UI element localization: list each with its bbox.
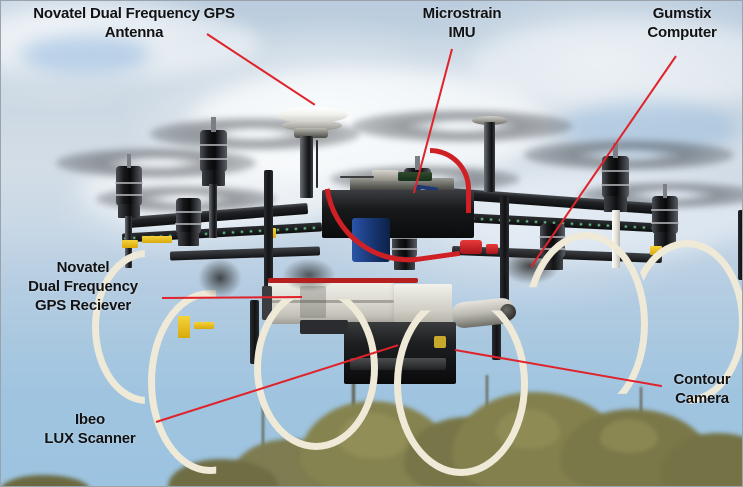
motor-far-right — [651, 184, 679, 248]
red-connector-secondary — [486, 244, 498, 254]
imu-module — [372, 170, 398, 181]
cloud-patch — [470, 20, 743, 110]
wiring-harness-left — [198, 258, 242, 298]
motor-upper-right — [601, 143, 630, 212]
frame-strut-left-outer — [250, 300, 259, 364]
arm-tag-yellow — [122, 240, 138, 248]
frame-strut-far-right — [738, 210, 743, 280]
secondary-antenna-cap — [472, 116, 508, 125]
label-gps-receiver: Novatel Dual Frequency GPS Reciever — [28, 259, 138, 314]
gps-antenna-cable — [316, 140, 318, 188]
landing-gear-loop-right — [524, 232, 648, 394]
gps-antenna-mast — [300, 136, 313, 198]
blue-sky-patch — [20, 35, 150, 75]
secondary-antenna-mast — [484, 122, 495, 192]
gps-antenna-disc — [276, 107, 348, 123]
landing-gear-loop-center-right — [394, 310, 528, 476]
motor-lower-left — [175, 198, 202, 246]
power-cable-red-upper — [430, 148, 471, 213]
motor-mast-right — [612, 210, 620, 268]
motor-mast-left-inner — [209, 184, 217, 238]
propeller-disc — [524, 140, 734, 170]
cloud-patch — [0, 8, 260, 78]
landing-gear-loop-center-left — [254, 299, 378, 450]
label-imu: Microstrain IMU — [422, 5, 502, 41]
gps-antenna-base — [282, 120, 342, 131]
red-connector — [460, 240, 482, 254]
avionics-board — [398, 172, 432, 181]
receiver-mount-left — [262, 286, 272, 320]
battery-pack-blue — [352, 218, 390, 262]
label-gumstix: Gumstix Computer — [647, 5, 717, 41]
tree-canopy — [600, 419, 658, 453]
propeller-disc — [352, 110, 572, 142]
gps-antenna-collar — [294, 128, 328, 138]
motor-upper-left-inner — [199, 117, 228, 186]
motor-upper-left — [115, 154, 143, 218]
red-horizontal-rail — [268, 278, 418, 283]
label-contour-camera: Contour Camera — [673, 371, 731, 407]
label-gps-antenna: Novatel Dual Frequency GPS Antenna — [33, 5, 235, 41]
tree-canopy — [0, 475, 90, 487]
wiring-harness-center — [282, 258, 336, 292]
arm-tag-yellow — [142, 236, 172, 243]
frame-strut-left — [264, 170, 273, 290]
label-ibeo-scanner: Ibeo LUX Scanner — [44, 411, 136, 447]
antenna-stub — [340, 176, 374, 178]
